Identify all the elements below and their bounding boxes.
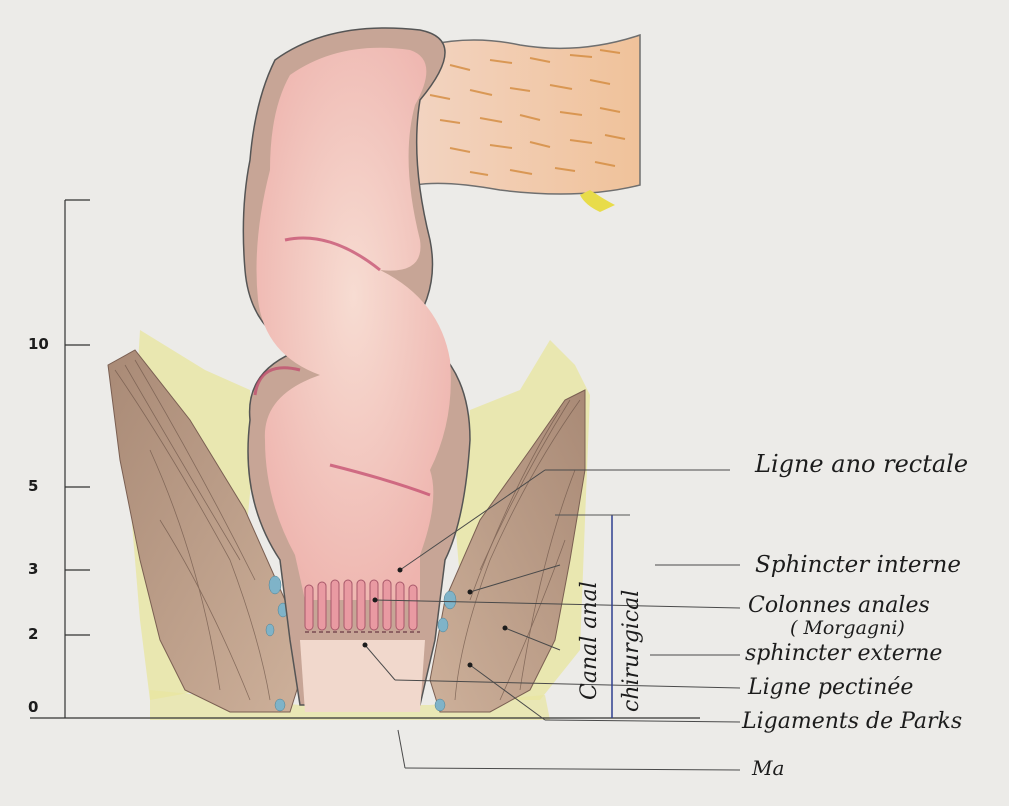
scale-tick-0: 0 bbox=[28, 698, 38, 716]
label-ligne-ano-rectale: Ligne ano rectale bbox=[754, 450, 968, 478]
scale-tick-3: 3 bbox=[28, 560, 38, 578]
label-colonnes-anales: Colonnes anales bbox=[748, 593, 930, 618]
label-morgagni: ( Morgagni) bbox=[790, 617, 905, 639]
bracket-label-canal-anal: Canal anal bbox=[577, 581, 602, 700]
label-sphincter-externe: sphincter externe bbox=[745, 641, 942, 666]
scale-tick-5: 5 bbox=[28, 477, 38, 495]
label-ma: Ma bbox=[751, 756, 784, 780]
bracket-label-chirurgical: chirurgical bbox=[619, 590, 644, 712]
anal-canal-skin bbox=[300, 640, 425, 712]
scale-tick-2: 2 bbox=[28, 625, 38, 643]
label-ligaments-de-parks: Ligaments de Parks bbox=[741, 709, 962, 734]
scale-tick-10: 10 bbox=[28, 335, 49, 353]
label-ligne-pectinee: Ligne pectinée bbox=[747, 675, 913, 700]
label-sphincter-interne: Sphincter interne bbox=[755, 552, 961, 578]
anal-columns bbox=[305, 580, 417, 630]
